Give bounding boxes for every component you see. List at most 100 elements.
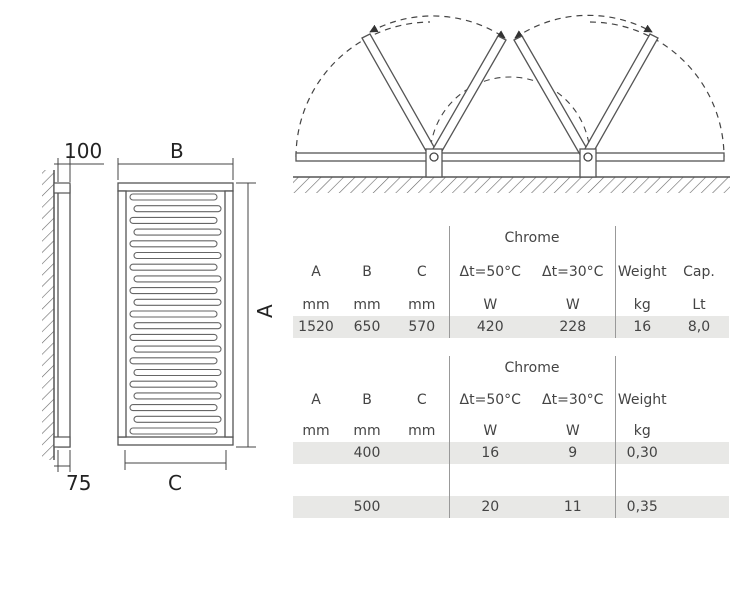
swing-arc-right [589, 21, 725, 158]
bar-right-flat [589, 152, 725, 162]
bar-left-raised-outer [361, 33, 439, 159]
header-cell: Δt=50°C [459, 392, 521, 408]
heating-bar [129, 263, 218, 271]
data-cell: 16 [615, 316, 669, 338]
data-cell: 420 [449, 316, 531, 338]
unit-cell: mm [395, 294, 450, 316]
data-cell: 0,30 [615, 442, 669, 464]
heating-bar [133, 251, 222, 260]
unit-cell: Lt [692, 297, 706, 313]
front-view: B A C [117, 139, 277, 495]
header-cell: Δt=50°C [459, 264, 521, 280]
heating-bar [133, 275, 222, 283]
spec-table-main: Chrome A B C Δt=50°C Δt=30°C Weight Cap.… [293, 226, 729, 338]
side-view: 100 75 [42, 139, 104, 495]
swing-arc-center [429, 76, 591, 158]
header-cell: B [362, 392, 372, 408]
data-cell: 228 [531, 316, 616, 338]
header-cell: C [395, 250, 450, 294]
unit-cell: mm [395, 420, 450, 442]
table-row: 400 16 9 0,30 [293, 442, 729, 464]
heating-bar [129, 193, 218, 201]
bar-left-flat [295, 152, 431, 162]
left-column [117, 190, 127, 438]
swing-arc-right-inner [514, 14, 653, 39]
bar-right-raised-inner [513, 35, 591, 159]
table-row: 500 20 11 0,35 [293, 496, 729, 518]
spec-table-accessory: Chrome A B C Δt=50°C Δt=30°C Weight mm m… [293, 356, 729, 518]
unit-cell: mm [353, 423, 381, 439]
data-cell [395, 442, 450, 464]
bar-left-raised-inner [429, 35, 507, 159]
swing-arc-left-inner [369, 15, 506, 39]
wall-hatch [42, 170, 54, 460]
data-cell [293, 496, 339, 518]
header-cell: Weight [617, 264, 667, 280]
header-cell: Δt=30°C [531, 380, 616, 420]
centers-label: C [168, 471, 182, 495]
group-header: Chrome [449, 226, 616, 250]
header-cell: Weight [617, 392, 667, 408]
unit-cell: W [483, 423, 498, 439]
table-row: 1520 650 570 420 228 16 8,0 [293, 316, 729, 338]
floor-hatch [293, 177, 730, 193]
unit-cell: kg [633, 423, 651, 439]
unit-cell: W [483, 297, 498, 313]
pivot-left [429, 152, 439, 162]
data-cell: 500 [339, 496, 395, 518]
heating-bar [129, 380, 218, 388]
data-cell: 20 [449, 496, 531, 518]
header-cell: B [362, 264, 372, 280]
heating-bar [129, 240, 218, 248]
data-cell: 400 [339, 442, 395, 464]
depth-label: 100 [64, 139, 102, 163]
unit-cell: mm [302, 423, 330, 439]
heating-bar [133, 205, 222, 213]
header-cell: A [311, 264, 321, 280]
width-label: B [170, 139, 184, 163]
data-cell: 650 [339, 316, 395, 338]
heating-bars [129, 193, 222, 435]
header-cell: Cap. [683, 264, 715, 280]
heating-bar [133, 415, 222, 423]
heating-bar [129, 310, 218, 318]
data-cell: 11 [531, 496, 616, 518]
heating-bar [129, 427, 218, 435]
pivot-right [583, 152, 593, 162]
heating-bar [129, 287, 218, 295]
top-bracket [53, 182, 71, 194]
data-cell [293, 442, 339, 464]
heating-bar [129, 216, 218, 224]
height-label: A [253, 304, 277, 318]
heating-bar [133, 322, 222, 330]
unit-cell: W [531, 420, 616, 442]
heating-bar [133, 298, 222, 306]
swing-arc-left [295, 21, 431, 158]
bar-right-raised-outer [581, 33, 659, 159]
unit-cell: W [531, 294, 616, 316]
offset-label: 75 [66, 471, 91, 495]
data-cell: 9 [531, 442, 616, 464]
unit-cell: mm [353, 297, 381, 313]
heating-bar [133, 228, 222, 236]
unit-cell: mm [302, 297, 330, 313]
swing-view [293, 14, 730, 193]
heating-bar [129, 404, 218, 412]
bottom-bracket [53, 436, 71, 448]
header-cell: A [311, 392, 321, 408]
header-cell: Δt=30°C [531, 250, 616, 294]
unit-cell: kg [633, 297, 651, 313]
group-header: Chrome [449, 356, 616, 380]
data-cell [395, 496, 450, 518]
heating-bar [129, 357, 218, 365]
right-column [224, 190, 234, 438]
heating-bar [129, 333, 218, 341]
header-cell: C [395, 380, 450, 420]
side-profile [57, 184, 71, 448]
heating-bar [133, 345, 222, 353]
data-cell: 1520 [293, 316, 339, 338]
heating-bar [133, 368, 222, 377]
bottom-rail [117, 436, 234, 446]
bar-center-flat [429, 152, 591, 162]
